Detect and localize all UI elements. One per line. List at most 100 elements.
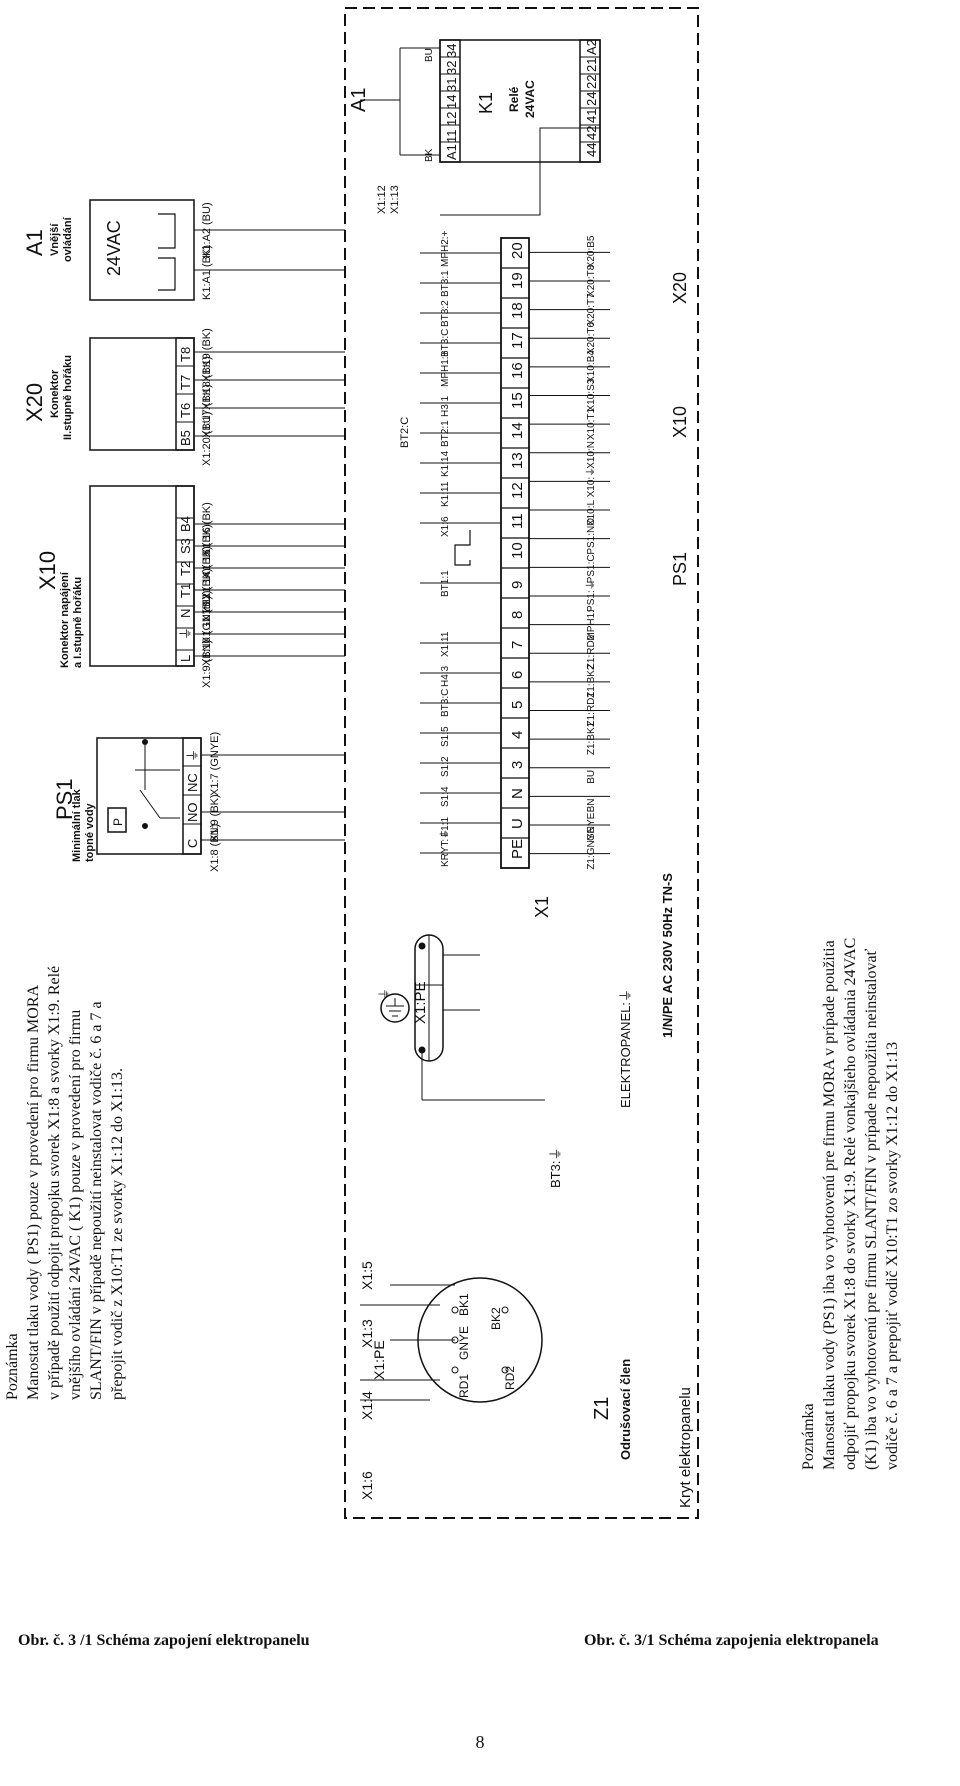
x1-top-label: BT1:1	[440, 570, 451, 597]
x1-bottom-label: Z1:BK1	[586, 721, 597, 755]
x1-terminal-block	[500, 237, 530, 869]
x1-terminal-number: 11	[509, 513, 526, 529]
x1-13-label: X1:13	[389, 185, 401, 214]
x10-title: X10	[35, 551, 60, 590]
ps1-desc: topné vody	[84, 802, 96, 862]
ps1-pin-label: NO	[185, 803, 200, 823]
supply-label: 1/N/PE AC 230V 50Hz TN-S	[660, 873, 675, 1038]
x20-block-label: X20	[670, 272, 690, 304]
relay-pin-label: 44	[584, 143, 599, 157]
x1-top-label: BT2:1	[440, 420, 451, 447]
wire-label: X1:15 (BK)	[201, 524, 213, 578]
relay-pin-label: 34	[444, 44, 459, 58]
z1-wire-label: X1:5	[359, 1261, 375, 1290]
x1-top-label: MPH1:+	[440, 350, 451, 387]
x10-pin-label: N	[178, 609, 193, 618]
relay-pin-label: 24	[584, 92, 599, 106]
x1-top-label: S1:2	[440, 756, 451, 777]
x10-desc: a I.stupně hořáku	[72, 577, 84, 668]
ps1-switch	[96, 737, 202, 855]
x20-connector	[89, 337, 195, 451]
x20-desc: II.stupně hořáku	[62, 355, 74, 440]
bk-label: BK	[424, 148, 435, 162]
x10-pin-label: L	[178, 655, 193, 662]
x1-top-label: BT3:1	[440, 270, 451, 297]
z1-title: Z1	[591, 1397, 613, 1420]
x1-bottom-label: X10:L	[586, 499, 597, 526]
x1-bottom-label: X10:B4	[586, 350, 597, 383]
x1-bottom-label: PS1:NO	[586, 518, 597, 555]
relay-pin-label: 42	[584, 126, 599, 140]
relay-pin-label: A1	[444, 144, 459, 160]
x1-terminal-number: 6	[509, 671, 526, 679]
ps1-pin-label: ⏚	[185, 749, 200, 762]
wire-label: X1:18 (BK)	[201, 356, 213, 410]
x1-top-label: F1:1	[440, 817, 451, 837]
z1-pin-label: GNYE	[457, 1326, 471, 1360]
x20-pin-label: T6	[178, 403, 193, 418]
x1-top-label: S1:4	[440, 786, 451, 807]
x1-bottom-label: Z1:BK2	[586, 664, 597, 698]
relay-pin-label: 11	[444, 130, 459, 144]
z1-wire-label: X1:6	[359, 1471, 375, 1500]
x10-desc: Konektor napájení	[59, 571, 71, 668]
x1-label: X1	[532, 896, 552, 918]
ps1-p-label: P	[111, 818, 125, 826]
wire-label: X1:8 (BN)	[209, 824, 221, 872]
wire-label: K1:A2 (BU)	[201, 202, 213, 258]
relay-pin-label: 21	[584, 58, 599, 72]
x1-terminal-number: 16	[509, 362, 526, 379]
x1-terminal-number: U	[509, 818, 526, 829]
z1-wire-label: X1:3	[359, 1319, 375, 1348]
x1-bottom-label: Z1:RD1	[586, 692, 597, 727]
wire-label: X1:17 (BK)	[201, 384, 213, 438]
z1-pin-label: BK2	[489, 1307, 503, 1330]
relay-pin-label: 12	[444, 112, 459, 126]
x20-pin-label: T8	[178, 347, 193, 362]
a1-ext-desc: ovládání	[62, 216, 74, 262]
x1-bottom-label: Z1:RD2	[586, 634, 597, 669]
x1-terminal-number: 5	[509, 701, 526, 709]
relay-pin-label: 14	[444, 95, 459, 109]
k1-label: K1	[476, 92, 496, 114]
x1-terminal-number: 3	[509, 761, 526, 769]
wire-label: X1:9 (BN)	[201, 640, 213, 688]
x1-terminal-number: 13	[509, 452, 526, 469]
x1-top-wires	[420, 252, 501, 854]
x1-terminal-number: 7	[509, 641, 526, 649]
x1-bottom-label: PS1:⏚	[585, 580, 597, 612]
x1-bottom-label: X10:T1	[586, 407, 597, 440]
x1-bottom-label: X20:T8	[586, 264, 597, 297]
x10-block-label: X10	[670, 406, 690, 438]
kryt-label: Kryt elektropanelu	[677, 1387, 694, 1508]
upper-wire-lines	[194, 229, 345, 841]
relay-pin-label: 22	[584, 75, 599, 89]
z1-suppressor	[360, 1277, 543, 1403]
x10-pin-label: B4	[178, 516, 193, 532]
x1-top-label: BT3:C	[440, 689, 451, 717]
wire-label: K1:A1 (BK)	[201, 245, 213, 300]
x1-top-label: BT3:2	[440, 300, 451, 327]
wire-label: X1:10 (GNYE)	[201, 596, 213, 666]
z1-wire-label: X1:4	[359, 1391, 375, 1420]
a1-relay-k1	[360, 39, 601, 216]
x1-terminal-number: 18	[509, 302, 526, 319]
x1-12-label: X1:12	[376, 185, 388, 214]
z1-pin-label: BK1	[457, 1293, 471, 1316]
wiring-diagram: PS1 Minimální tlak topné vody X10 Konekt…	[22, 7, 699, 1519]
z1-pin-label: RD2	[503, 1366, 517, 1390]
x1-terminal-number: 20	[509, 242, 526, 259]
x1-bottom-label: X20:T7	[586, 293, 597, 326]
x1-top-label: KRYT:⏚	[439, 829, 451, 867]
wire-label: X1:20 (BU)	[201, 412, 213, 466]
x1-terminal-number: PE	[509, 839, 526, 859]
wire-label: X1:9 (BK)	[209, 794, 221, 842]
wire-label: X1:16 (BK)	[201, 502, 213, 556]
x1-top-label: X1:11	[440, 631, 451, 657]
x1-terminal-number: 14	[509, 422, 526, 439]
x1-top-label: X1:6	[440, 516, 451, 537]
ps1-desc: Minimální tlak	[71, 788, 83, 862]
wire-label: X1:12 (BK)	[201, 568, 213, 622]
pe-bar	[414, 934, 545, 1101]
